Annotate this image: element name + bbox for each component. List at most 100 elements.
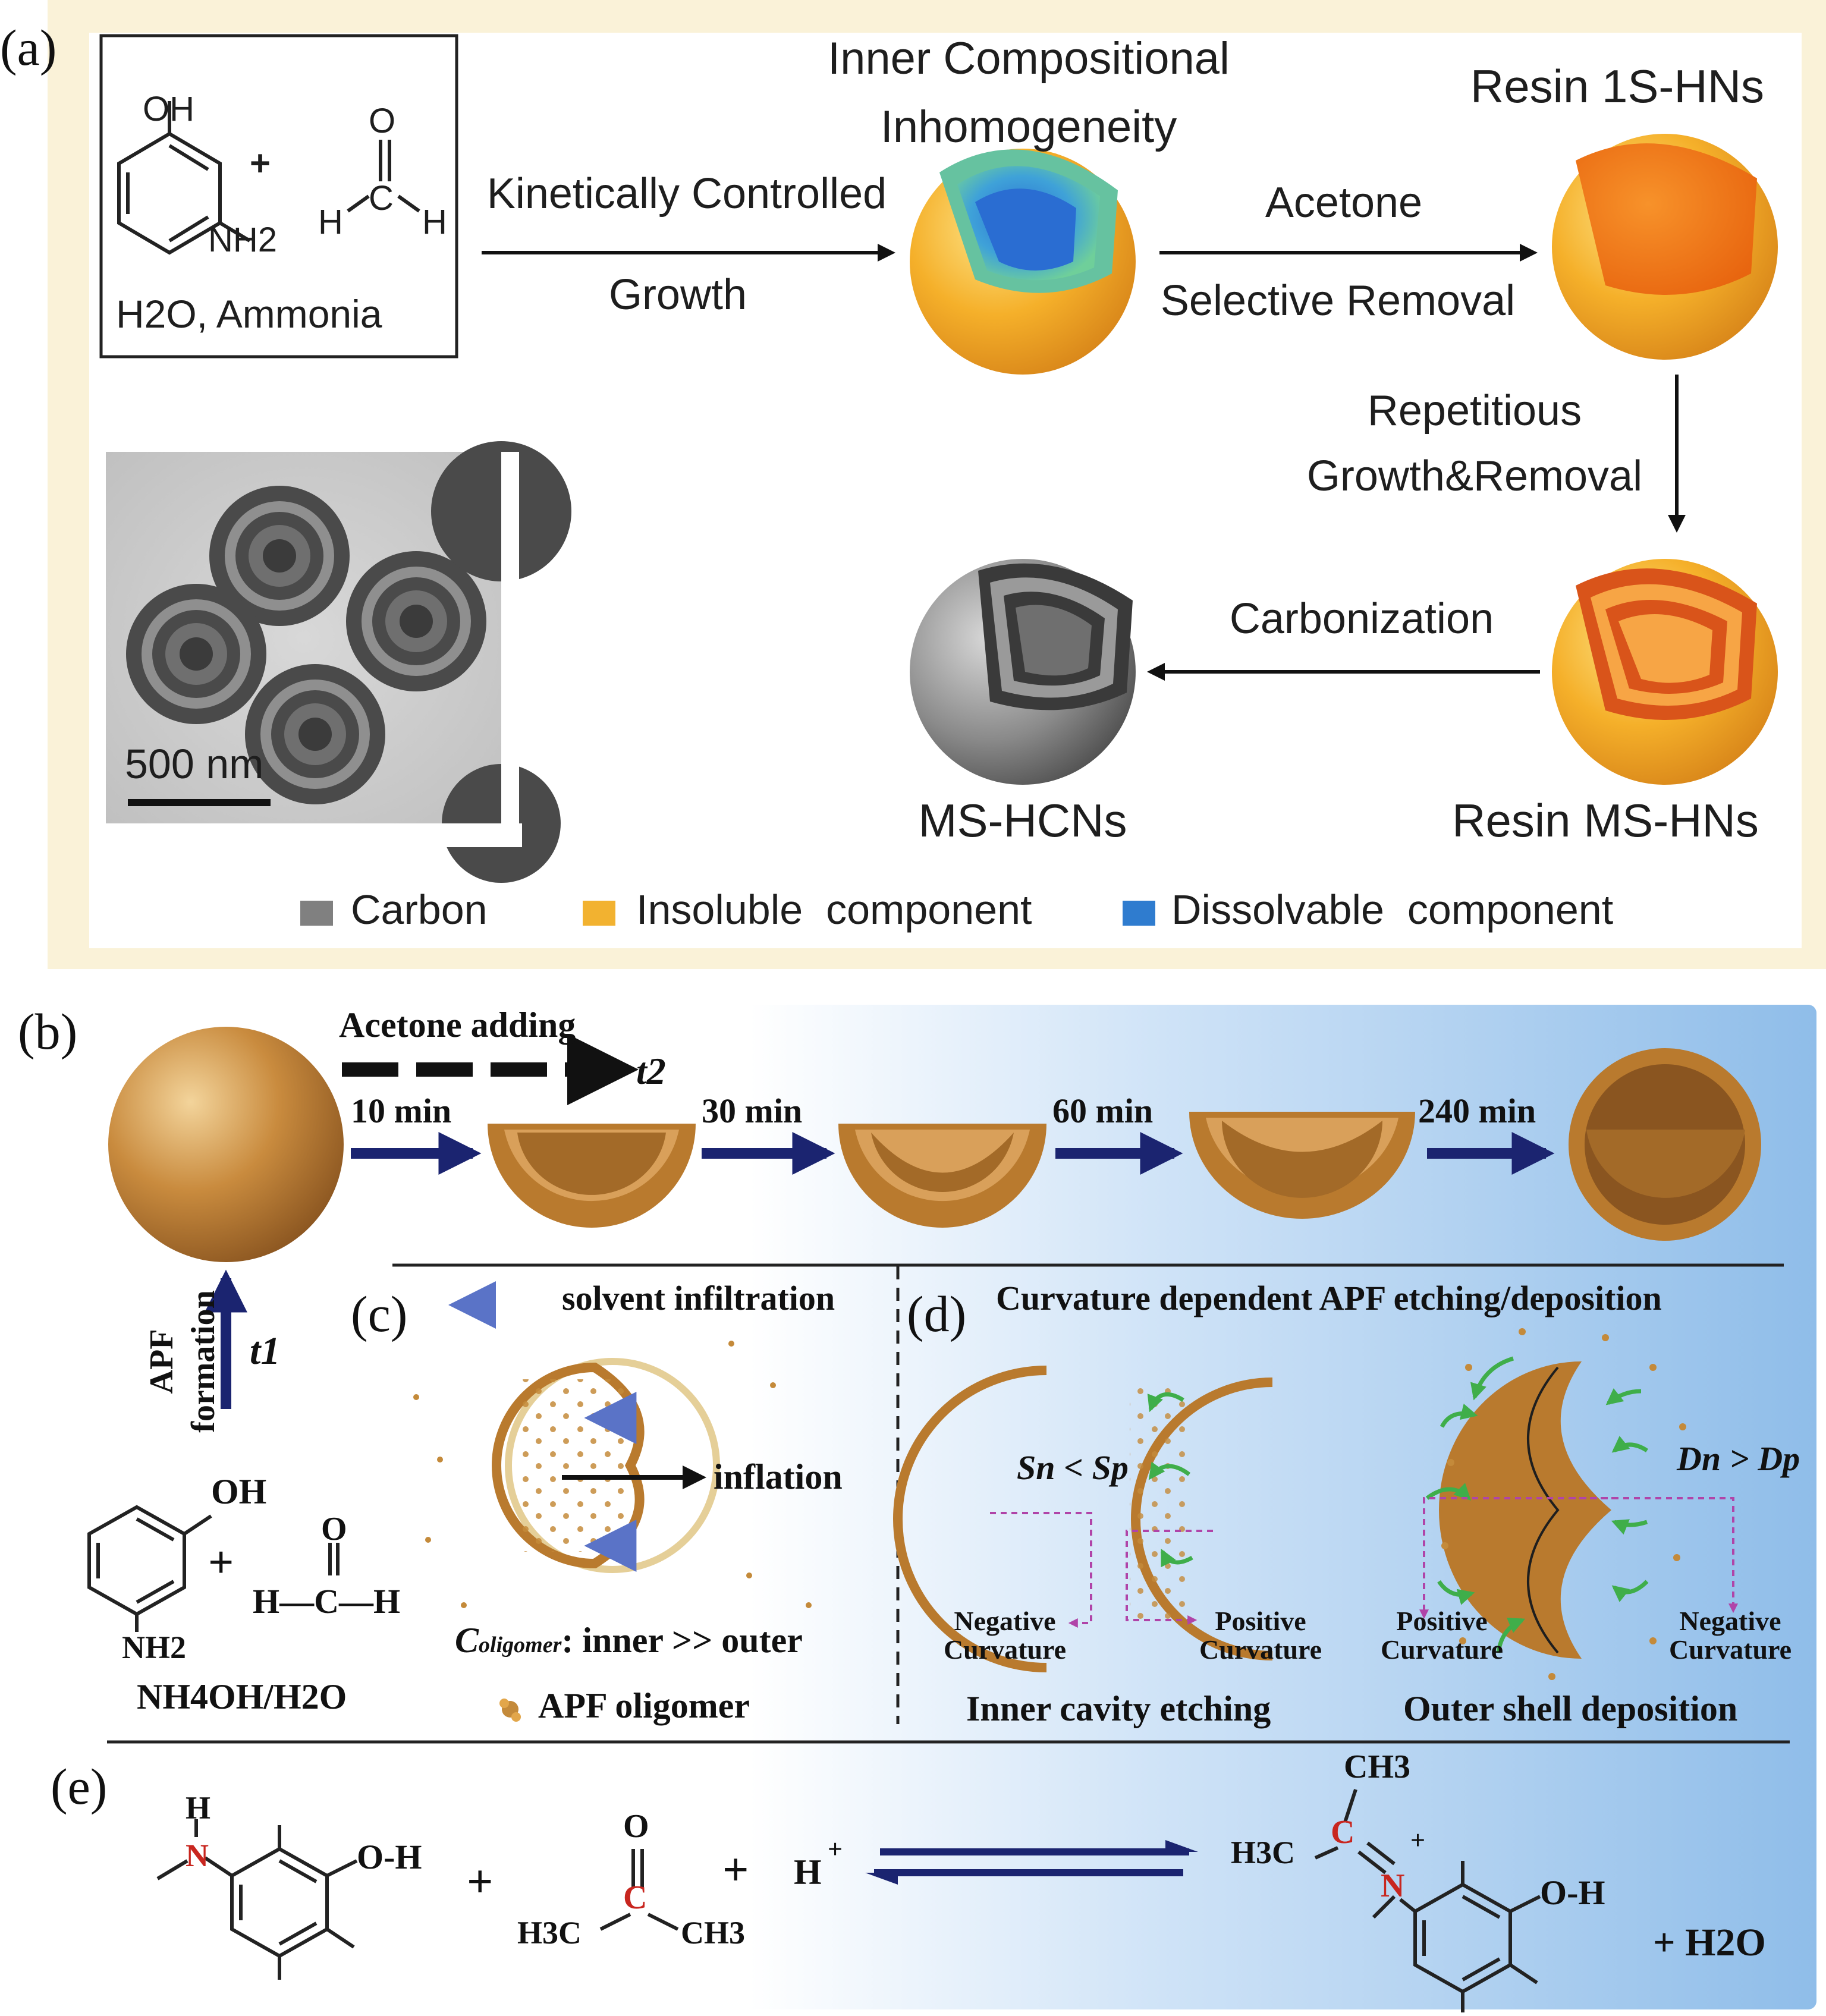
stage-inhomogeneity-line1: Inner Compositional [828,33,1230,84]
formaldehyde-o: O [369,102,396,140]
e-product-n: N [1381,1867,1405,1904]
aldehyde-b-chain: H—C—H [253,1582,401,1621]
reactant-box [99,34,458,358]
c-oligomer-statement: Coligomer: inner >> outer [455,1620,803,1661]
sphere-resin-ms [1552,559,1778,785]
step-growth-bottom: Growth [608,271,747,319]
c-oligomer-subscript: oligomer [479,1633,562,1658]
apf-formation-line1: APF [143,1329,180,1394]
pos-curv-1-line1: Positive [1215,1606,1306,1636]
sn-sp-label: Sn < Sp [1017,1448,1129,1487]
stage-ms-hcns: MS-HCNs [918,794,1127,847]
acetone-dashed-arrow [342,1034,639,1105]
shell-240min [1569,1048,1761,1241]
shell-30min [838,1124,1046,1228]
formaldehyde-c: C [369,179,394,218]
formaldehyde-h-right: H [422,203,447,241]
e-acetone-h3c: H3C [517,1915,582,1951]
aminophenol-structure-a [117,101,251,255]
e-acetone-o: O [623,1808,649,1845]
sphere-inhomogeneity [910,149,1136,375]
e-product-oh: O-H [1540,1873,1605,1912]
neg-curv-1-line1: Negative [954,1606,1056,1636]
shell-10min [488,1124,696,1228]
step-acetone: Acetone [1265,179,1423,227]
e-product-ch3: CH3 [1344,1748,1410,1785]
reactant-amine-e [156,1819,358,1980]
panel-e-label: (e) [51,1758,108,1815]
outer-caption: Outer shell deposition [1403,1689,1738,1728]
c-oligomer-symbol: C [455,1621,479,1660]
panel-d-label: (d) [907,1285,967,1342]
inner-caption: Inner cavity etching [966,1689,1271,1728]
step-growth-removal: Growth&Removal [1306,452,1643,500]
outer-deposition-diagram [1419,1328,1738,1680]
time-240min: 240 min [1418,1092,1536,1130]
step-selective-removal: Selective Removal [1160,277,1516,325]
panel-c-label: (c) [351,1285,408,1342]
apf-formation-line2: formation [185,1290,222,1433]
panel-a-label: (a) [0,19,57,76]
reactant-b-nh2: NH2 [122,1630,186,1665]
e-product-water: + H2O [1653,1921,1766,1964]
e-plus-1: + [467,1855,494,1907]
reactant-b-plus: + [208,1537,234,1587]
c-oligomer-relation: : inner >> outer [561,1621,803,1660]
legend-swatch-carbon [300,901,333,926]
pos-curv-1-line2: Curvature [1199,1634,1322,1665]
reactant-plus: + [250,143,271,183]
legend-swatch-dissolvable [1123,901,1155,926]
stage-inhomogeneity-line2: Inhomogeneity [880,102,1177,152]
time-10min: 10 min [351,1092,452,1130]
acetone-adding-label: Acetone adding [339,1005,576,1045]
acetone-e [599,1849,679,1931]
reactant-b-oh: OH [211,1472,267,1511]
pos-curv-2-line2: Curvature [1380,1634,1504,1665]
e-r1-n: N [186,1838,209,1873]
panel-b-label: (b) [18,1003,78,1060]
aminophenol-structure-b [87,1505,212,1632]
oligomer-dots-c [413,1341,812,1608]
legend-dissolvable-label: Dissolvable component [1171,886,1614,933]
neg-curv-2-line1: Negative [1679,1606,1781,1636]
reactant-nh2: NH2 [208,221,278,259]
dn-dp-label: Dn > Dp [1677,1439,1800,1478]
legend-swatch-insoluble [583,901,615,926]
e-plus-2: + [722,1844,749,1895]
aldehyde-b-o: O [321,1511,347,1548]
apf-oligomer-legend: APF oligomer [538,1686,750,1725]
panel-b-background [95,1005,1816,2009]
t1-label: t1 [250,1329,281,1373]
apf-sphere [108,1027,344,1262]
time-60min: 60 min [1052,1092,1154,1130]
e-product-c: C [1331,1814,1355,1851]
shell-60min [1189,1112,1415,1219]
e-proton: H [794,1853,822,1892]
e-acetone-ch3: CH3 [681,1915,745,1951]
step-growth-top: Kinetically Controlled [486,170,887,218]
time-30min: 30 min [702,1092,803,1130]
e-product-h3c: H3C [1231,1835,1295,1870]
e-r1-oh: O-H [357,1838,422,1876]
stage-resin-1s: Resin 1S-HNs [1470,60,1765,112]
sphere-ms-hcns [910,559,1136,785]
inflation-label: inflation [714,1457,843,1496]
neg-curv-2-line2: Curvature [1668,1634,1792,1665]
solvent-infiltration-label: solvent infiltration [562,1279,835,1317]
e-r1-h: H [186,1790,211,1826]
e-acetone-c: C [623,1879,648,1916]
formaldehyde-h-left: H [318,203,343,241]
solvent-b: NH4OH/H2O [137,1677,347,1716]
formaldehyde-structure-a [347,140,420,213]
t2-label: t2 [636,1050,666,1092]
tem-scale-label: 500 nm [125,741,264,787]
legend-insoluble-label: Insoluble component [636,886,1032,933]
e-proton-charge: + [828,1835,843,1864]
legend-carbon-label: Carbon [351,886,488,933]
step-carbonization: Carbonization [1229,595,1494,643]
panel-d-title: Curvature dependent APF etching/depositi… [996,1279,1662,1317]
formaldehyde-structure-b [328,1543,340,1575]
pos-curv-2-line1: Positive [1396,1606,1488,1636]
neg-curv-1-line2: Curvature [943,1634,1067,1665]
